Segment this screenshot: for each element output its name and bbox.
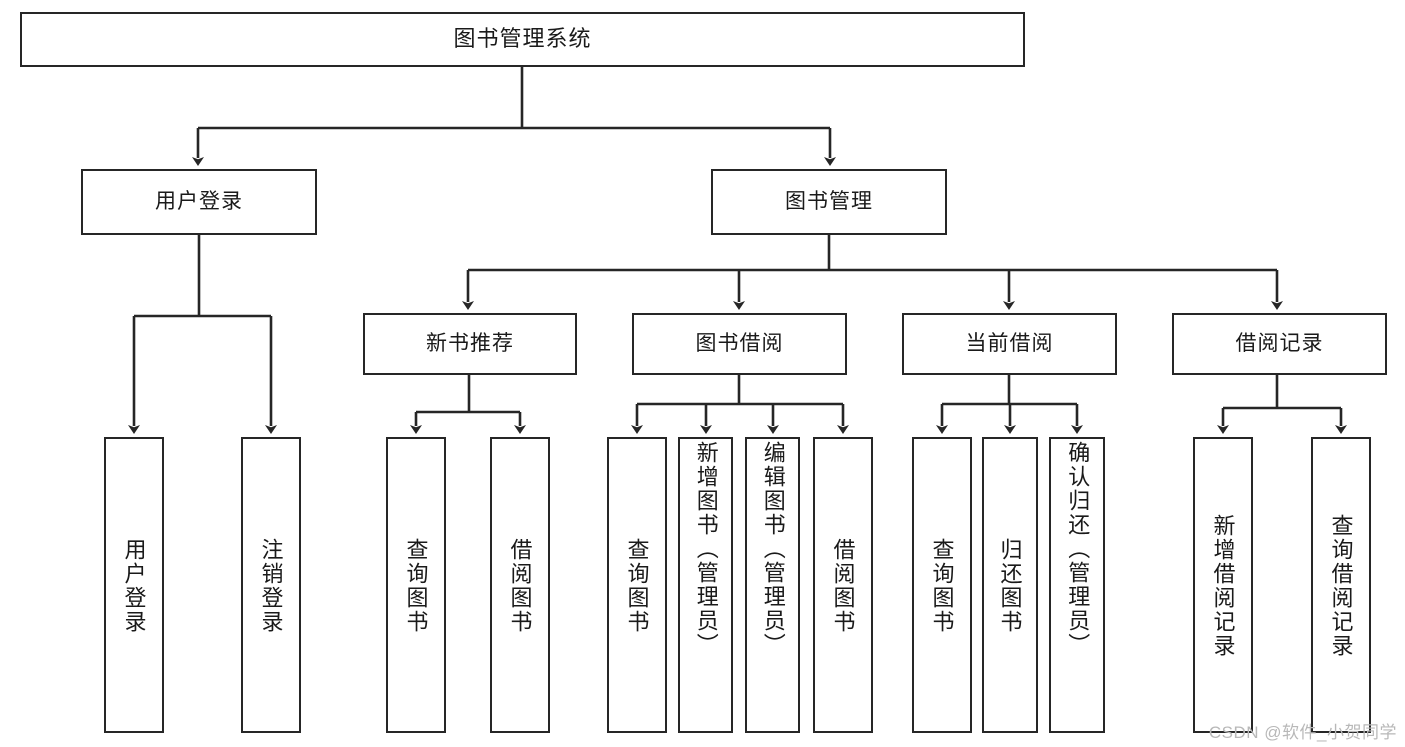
leaf-confirm-return[interactable]: 确认归还（管理员） — [1049, 437, 1105, 733]
leaf-user-logout[interactable]: 注销登录 — [241, 437, 301, 733]
csdn-watermark: CSDN @软件_小贺同学 — [1208, 723, 1397, 742]
node-book-manage[interactable]: 图书管理 — [711, 169, 947, 235]
leaf-label: 归还图书 — [997, 538, 1023, 634]
leaf-add-record[interactable]: 新增借阅记录 — [1193, 437, 1253, 733]
leaf-query-record[interactable]: 查询借阅记录 — [1311, 437, 1371, 733]
node-current-borrow[interactable]: 当前借阅 — [902, 313, 1117, 375]
leaf-label: 查询图书 — [929, 538, 955, 634]
node-label: 当前借阅 — [965, 332, 1054, 356]
leaf-label: 查询图书 — [403, 538, 429, 634]
node-label: 用户登录 — [155, 190, 243, 214]
leaf-label: 借阅图书 — [507, 538, 533, 634]
leaf-return-book[interactable]: 归还图书 — [982, 437, 1038, 733]
leaf-query-book-3[interactable]: 查询图书 — [912, 437, 972, 733]
leaf-label: 新增借阅记录 — [1210, 514, 1236, 658]
leaf-borrow-book-2[interactable]: 借阅图书 — [813, 437, 873, 733]
leaf-label: 查询借阅记录 — [1328, 514, 1354, 658]
leaf-query-book-1[interactable]: 查询图书 — [386, 437, 446, 733]
node-new-book-recommend[interactable]: 新书推荐 — [363, 313, 577, 375]
leaf-label: 注销登录 — [258, 538, 284, 634]
leaf-user-login[interactable]: 用户登录 — [104, 437, 164, 733]
node-label: 图书管理系统 — [453, 26, 592, 52]
leaf-edit-book[interactable]: 编辑图书（管理员） — [745, 437, 800, 733]
node-label: 新书推荐 — [426, 332, 514, 356]
node-book-borrow[interactable]: 图书借阅 — [632, 313, 847, 375]
leaf-label: 新增图书（管理员） — [693, 441, 719, 657]
leaf-label: 确认归还（管理员） — [1065, 441, 1091, 657]
node-label: 图书借阅 — [695, 332, 784, 356]
leaf-add-book[interactable]: 新增图书（管理员） — [678, 437, 733, 733]
leaf-label: 用户登录 — [121, 538, 147, 634]
leaf-borrow-book-1[interactable]: 借阅图书 — [490, 437, 550, 733]
node-borrow-record[interactable]: 借阅记录 — [1172, 313, 1387, 375]
leaf-label: 借阅图书 — [830, 538, 856, 634]
leaf-label: 查询图书 — [624, 538, 650, 634]
node-label: 图书管理 — [785, 190, 873, 214]
node-user-login[interactable]: 用户登录 — [81, 169, 317, 235]
node-label: 借阅记录 — [1235, 332, 1324, 356]
leaf-label: 编辑图书（管理员） — [760, 441, 786, 657]
node-root-system[interactable]: 图书管理系统 — [20, 12, 1025, 67]
leaf-query-book-2[interactable]: 查询图书 — [607, 437, 667, 733]
